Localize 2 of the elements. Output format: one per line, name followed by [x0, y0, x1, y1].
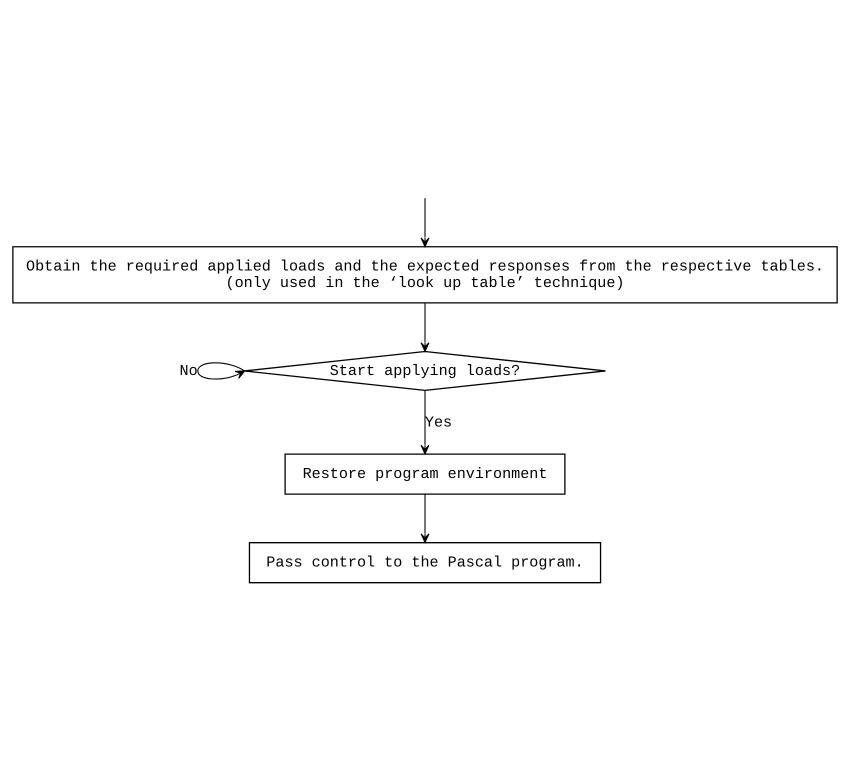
- edge-label: Yes: [424, 413, 452, 432]
- edge-label: No: [180, 362, 198, 380]
